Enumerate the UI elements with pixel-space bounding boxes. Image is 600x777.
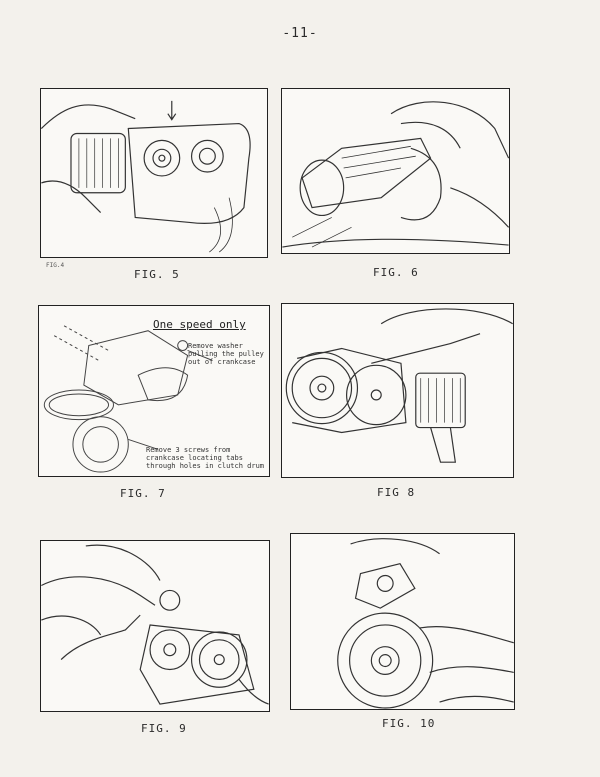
- figure-8-drawing: [285, 308, 513, 463]
- one-speed-heading: One speed only: [153, 318, 246, 331]
- figure-8-image: [281, 303, 514, 478]
- note-top-line-3: out of crankcase: [188, 358, 256, 366]
- small-mark: FIG.4: [46, 262, 65, 269]
- figure-6-drawing: [282, 101, 509, 248]
- note-top-line-2: pulling the pulley: [188, 350, 264, 358]
- figure-7-drawing: [43, 325, 213, 473]
- note-bottom-line-2: crankcase locating tabs: [146, 454, 243, 462]
- figure-6-image: [281, 88, 510, 254]
- note-top-line-1: Remove washer: [188, 342, 243, 350]
- figure-10-image: [290, 533, 515, 710]
- figure-7-image: [38, 305, 270, 477]
- note-bottom-line-1: Remove 3 screws from: [146, 446, 231, 454]
- page-number: -11-: [282, 26, 318, 41]
- figure-9-caption: FIG. 9: [141, 722, 187, 735]
- figure-5-drawing: [41, 100, 251, 253]
- figure-5-image: [40, 88, 268, 258]
- figure-6-caption: FIG. 6: [373, 266, 419, 279]
- note-bottom-line-3: through holes in clutch drum: [146, 462, 265, 470]
- figure-7-caption: FIG. 7: [120, 487, 166, 500]
- figure-7-note-bottom: Remove 3 screws from crankcase locating …: [146, 446, 264, 470]
- figure-9-image: [40, 540, 270, 712]
- figure-10-drawing: [337, 538, 514, 709]
- figure-8-caption: FIG 8: [377, 486, 416, 499]
- figure-9-drawing: [41, 544, 269, 705]
- figure-7-note-top: Remove washer pulling the pulley out of …: [188, 342, 264, 366]
- figure-5-caption: FIG. 5: [134, 268, 180, 281]
- figure-10-caption: FIG. 10: [382, 717, 436, 730]
